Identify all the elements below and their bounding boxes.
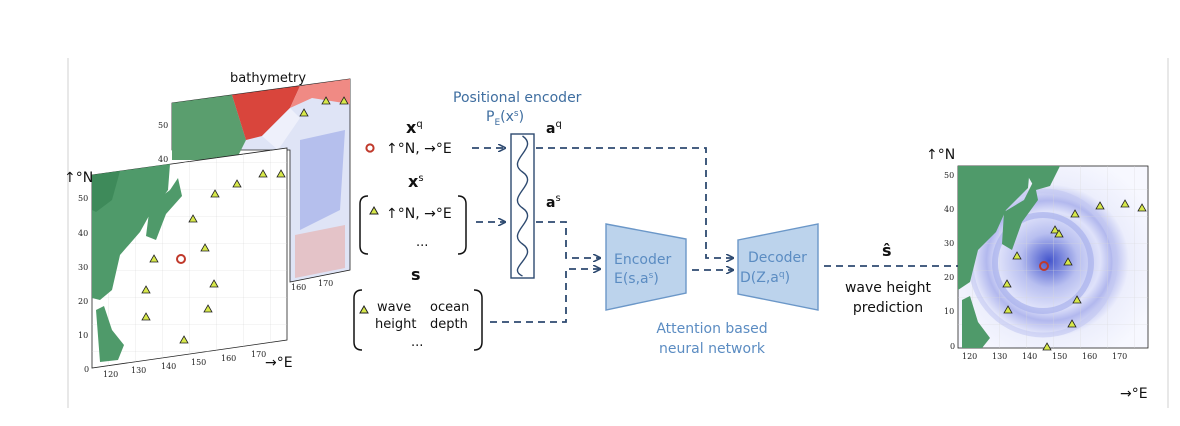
signal-right-bracket — [473, 289, 483, 351]
input-east-label: →°E — [265, 355, 293, 371]
output-symbol: ŝ — [882, 241, 892, 260]
decoder-module: Decoder D(Z,aq) — [737, 223, 819, 311]
output-station-markers — [1002, 199, 1147, 351]
signal-input: s wave height ocean depth ... — [353, 265, 483, 351]
input-lat-tick: 0 — [84, 365, 89, 374]
output-lon-tick: 120 — [962, 352, 977, 361]
input-lon-tick: 150 — [191, 358, 206, 367]
positional-encoder-formula: PE(xs) — [486, 109, 524, 128]
output-lon-tick: 160 — [1082, 352, 1097, 361]
query-embedding-label: aq — [546, 119, 562, 137]
input-lat-tick: 50 — [78, 194, 88, 203]
bathy-lat-tick: 50 — [158, 121, 168, 130]
query-marker-icon — [365, 143, 375, 153]
output-prediction-map: ↑°N 50 40 30 20 10 0 120 130 140 150 160… — [926, 147, 1149, 402]
sinusoid-icon — [516, 135, 529, 277]
station-coords: ↑°N, →°E — [386, 206, 452, 222]
output-east-label: →°E — [1120, 386, 1148, 402]
input-lat-tick: 10 — [78, 331, 88, 340]
output-lat-tick: 40 — [944, 205, 954, 214]
station-left-bracket — [359, 195, 369, 255]
station-markers — [141, 169, 286, 344]
signal-symbol: s — [411, 265, 421, 284]
bathymetry-map: bathymetry 50 40 160 170 — [158, 71, 351, 292]
input-lat-tick: 30 — [78, 263, 88, 272]
signal-triangle-icon — [359, 304, 369, 314]
signal-ocean-label: ocean — [430, 300, 469, 315]
bathymetry-title: bathymetry — [230, 71, 306, 86]
station-triangle-icon — [369, 205, 379, 215]
encoder-title: Encoder — [614, 252, 671, 268]
output-caption-line1: wave height — [845, 280, 932, 296]
as-to-encoder-arrow — [536, 221, 600, 258]
positional-encoder-box — [510, 133, 535, 279]
positional-encoder-title: Positional encoder — [453, 90, 582, 106]
input-lon-tick: 140 — [161, 362, 176, 371]
output-lat-tick: 50 — [944, 171, 954, 180]
encoder-formula: E(s,as) — [614, 271, 659, 287]
output-lat-tick: 20 — [944, 273, 954, 282]
query-coords: ↑°N, →°E — [386, 141, 452, 157]
decoder-formula: D(Z,aq) — [740, 270, 790, 286]
aq-to-decoder-arrow — [536, 147, 733, 258]
output-lat-tick: 10 — [944, 307, 954, 316]
prediction-location-marker — [1039, 261, 1049, 271]
query-location-marker — [176, 254, 186, 264]
input-lon-tick: 160 — [221, 354, 236, 363]
output-lon-tick: 130 — [992, 352, 1007, 361]
input-station-map: ↑°N 50 40 30 20 10 0 120 130 140 150 160… — [64, 147, 293, 379]
output-lat-tick: 30 — [944, 239, 954, 248]
positional-encoder: Positional encoder PE(xs) aq as — [453, 90, 582, 279]
signals-to-encoder-arrow — [490, 269, 600, 323]
input-lon-tick: 120 — [103, 370, 118, 379]
encoder-module: Encoder E(s,as) — [605, 223, 687, 311]
bathy-lon-tick: 170 — [318, 279, 333, 288]
station-symbol: xs — [408, 172, 424, 191]
output-lon-tick: 170 — [1112, 352, 1127, 361]
decoder-title: Decoder — [748, 250, 807, 266]
input-north-label: ↑°N — [64, 170, 93, 186]
bathy-lon-tick: 160 — [291, 283, 306, 292]
signal-wave-label: wave — [377, 300, 411, 315]
output-north-label: ↑°N — [926, 147, 955, 163]
input-lon-tick: 130 — [131, 366, 146, 375]
attention-caption-line2: neural network — [659, 341, 766, 357]
output-caption-line2: prediction — [853, 300, 923, 316]
bathy-lat-tick: 40 — [158, 155, 168, 164]
signal-height-label: height — [375, 317, 416, 332]
output-lon-tick: 150 — [1052, 352, 1067, 361]
input-lon-tick: 170 — [251, 350, 266, 359]
input-lat-tick: 20 — [78, 297, 88, 306]
station-input: xs ↑°N, →°E ... — [359, 172, 467, 255]
station-embedding-label: as — [546, 193, 561, 211]
signal-depth-label: depth — [430, 317, 468, 332]
query-symbol: xq — [406, 118, 423, 137]
input-lat-tick: 40 — [78, 229, 88, 238]
output-lat-tick: 0 — [950, 342, 955, 351]
signal-left-bracket — [353, 289, 363, 351]
signal-ellipsis: ... — [411, 335, 423, 350]
output-lon-tick: 140 — [1022, 352, 1037, 361]
attention-caption-line1: Attention based — [656, 321, 767, 337]
station-right-bracket — [457, 195, 467, 255]
station-ellipsis: ... — [416, 235, 428, 250]
query-input: xq ↑°N, →°E — [365, 118, 452, 157]
